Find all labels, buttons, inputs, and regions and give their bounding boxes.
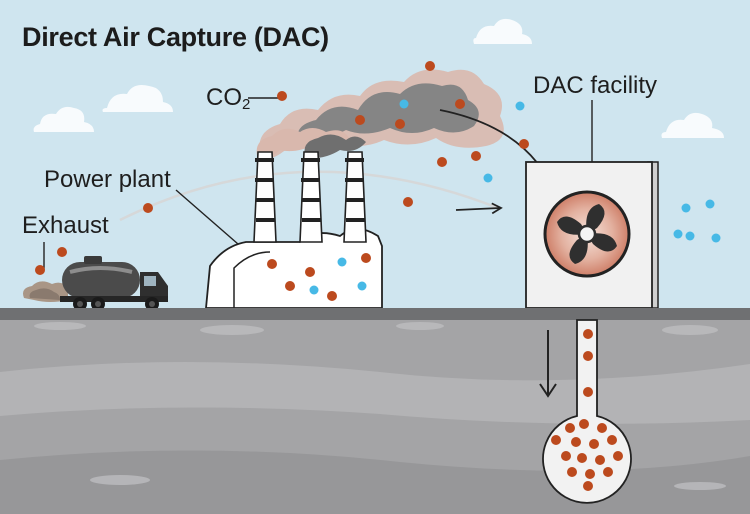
co2-label-subscript: 2 — [242, 96, 251, 113]
air-molecules — [309, 99, 721, 295]
co2-label-main: CO — [206, 84, 242, 111]
truck-icon — [23, 256, 168, 311]
cloud-icon — [33, 106, 94, 132]
down-arrow-icon — [539, 330, 557, 398]
power-plant-icon — [205, 151, 383, 309]
co2-molecules — [35, 61, 623, 491]
leader-lines — [43, 97, 593, 270]
dac-facility-label: DAC facility — [533, 72, 658, 99]
exhaust-label: Exhaust — [22, 212, 109, 239]
fan-icon — [557, 204, 617, 264]
cloud-icon — [661, 112, 724, 138]
co2-label: CO2 — [206, 84, 251, 113]
power-plant-label: Power plant — [44, 166, 171, 193]
ground-surface-strip — [0, 308, 750, 320]
cloud-icon — [473, 18, 532, 44]
emissions-plume — [256, 69, 504, 160]
flow-arrow-head-exhaust — [455, 202, 503, 215]
diagram-title: Direct Air Capture (DAC) — [22, 22, 329, 52]
cloud-icon — [102, 85, 173, 112]
